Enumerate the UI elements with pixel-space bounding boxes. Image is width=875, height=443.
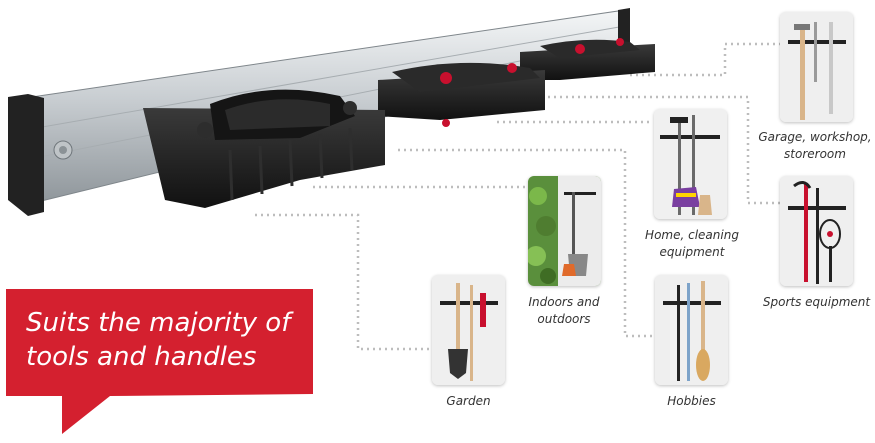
headline: Suits the majority of tools and handles (26, 306, 316, 374)
headline-line-2: tools and handles (26, 342, 257, 372)
indoors-caption: Indoors and outdoors (528, 295, 600, 326)
hobbies-photo (655, 275, 728, 385)
home-cleaning-photo (654, 109, 727, 219)
connector-lines (255, 42, 780, 351)
sports-caption: Sports equipment (762, 295, 871, 309)
indoors-outdoors-photo (528, 176, 601, 286)
garden-tools-photo (432, 275, 505, 385)
garage-caption: Garage, workshop, storeroom (758, 130, 872, 161)
headline-banner (6, 289, 313, 434)
sports-equipment-photo (780, 176, 853, 286)
home-caption: Home, cleaning equipment (645, 228, 739, 259)
garage-tools-photo (780, 12, 853, 122)
tool-holder-3 (520, 38, 655, 80)
garden-caption: Garden (446, 394, 491, 408)
tool-holder-2 (378, 62, 545, 127)
tool-holder-1 (143, 89, 385, 208)
hobbies-caption: Hobbies (667, 394, 716, 408)
headline-line-1: Suits the majority of (26, 308, 291, 338)
